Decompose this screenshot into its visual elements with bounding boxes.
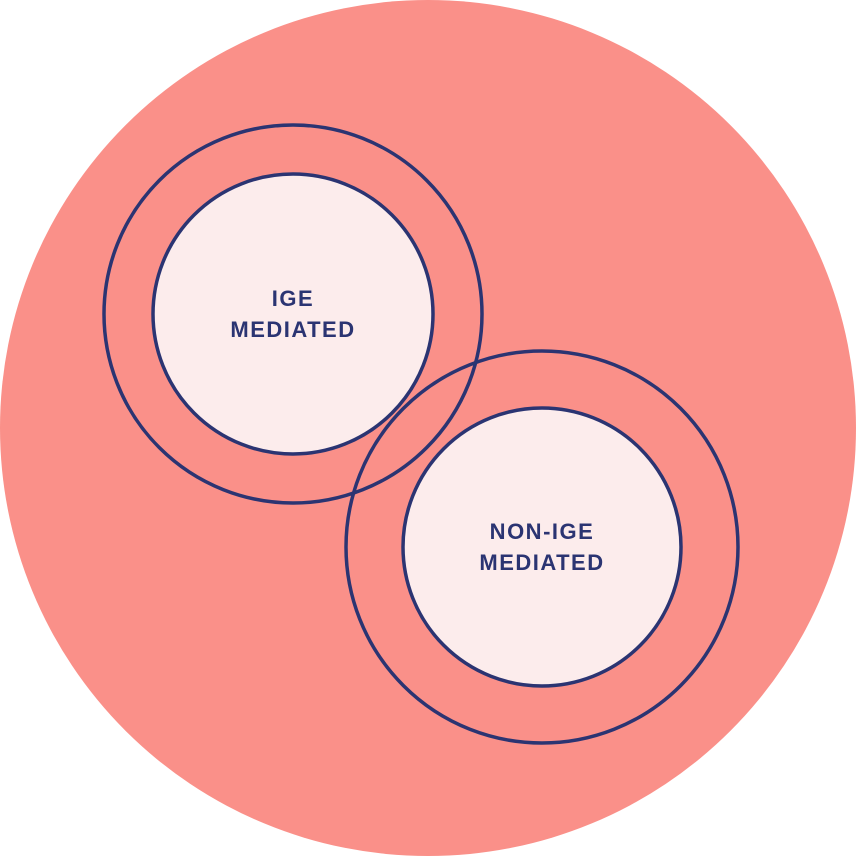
non-ige-inner-circle <box>401 406 683 688</box>
ige-outer-ring <box>102 123 484 505</box>
ige-label-line2: MEDIATED <box>230 317 356 342</box>
ige-label-line1: IGE <box>271 286 315 311</box>
ige-inner-circle <box>151 172 435 456</box>
non-ige-label-line2: MEDIATED <box>479 550 605 575</box>
non-ige-mediated-label: NON-IGE MEDIATED <box>479 516 604 578</box>
non-ige-label-line1: NON-IGE <box>489 519 595 544</box>
ige-mediated-label: IGE MEDIATED <box>230 283 355 345</box>
non-ige-outer-ring <box>344 349 740 745</box>
